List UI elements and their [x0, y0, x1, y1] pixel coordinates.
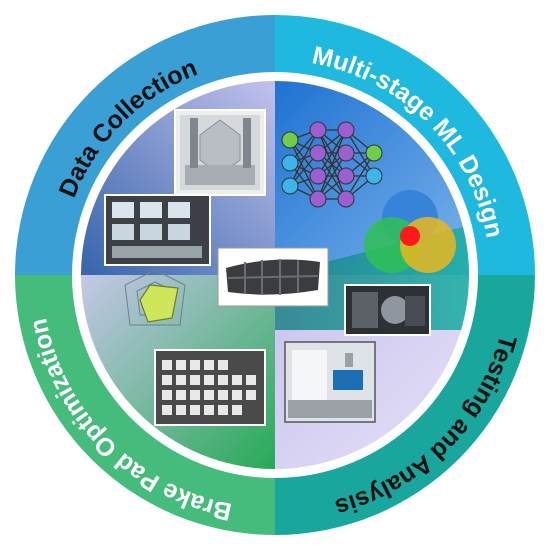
sample-square: [232, 405, 242, 415]
sample-square: [246, 390, 256, 400]
network-connection: [345, 152, 375, 200]
network-connection: [317, 129, 347, 177]
sample-square: [232, 390, 242, 400]
neural-network-nodes: [281, 121, 383, 208]
sample-square: [176, 360, 186, 370]
sample-square: [218, 405, 228, 415]
sample-grid-photo: [154, 349, 266, 426]
sample-square: [176, 375, 186, 385]
sample-square: [218, 390, 228, 400]
network-connection: [317, 152, 347, 200]
sample-square: [204, 405, 214, 415]
sample-square: [204, 360, 214, 370]
sample-square: [162, 375, 172, 385]
sample-square: [232, 375, 242, 385]
sample-square: [176, 390, 186, 400]
sample-square: [162, 405, 172, 415]
sample-square: [162, 390, 172, 400]
network-connection: [289, 129, 319, 187]
sample-square: [190, 390, 200, 400]
sample-square: [190, 405, 200, 415]
radar-chart-icon: [124, 269, 186, 326]
sample-square: [190, 375, 200, 385]
network-connection: [317, 129, 347, 200]
sample-square: [204, 390, 214, 400]
venn-diagram-icon: [364, 190, 456, 273]
sample-square: [218, 375, 228, 385]
sample-square: [218, 360, 228, 370]
laboratory-photo: [284, 341, 376, 423]
sample-square: [246, 375, 256, 385]
brake-pad-molds-photo: [104, 194, 211, 266]
sample-square: [204, 375, 214, 385]
sample-square: [176, 405, 186, 415]
industrial-mixer-photo: [174, 109, 266, 196]
sample-square: [190, 360, 200, 370]
sample-square: [162, 360, 172, 370]
brake-pad-photo: [217, 247, 329, 307]
friction-tester-photo: [344, 284, 431, 336]
